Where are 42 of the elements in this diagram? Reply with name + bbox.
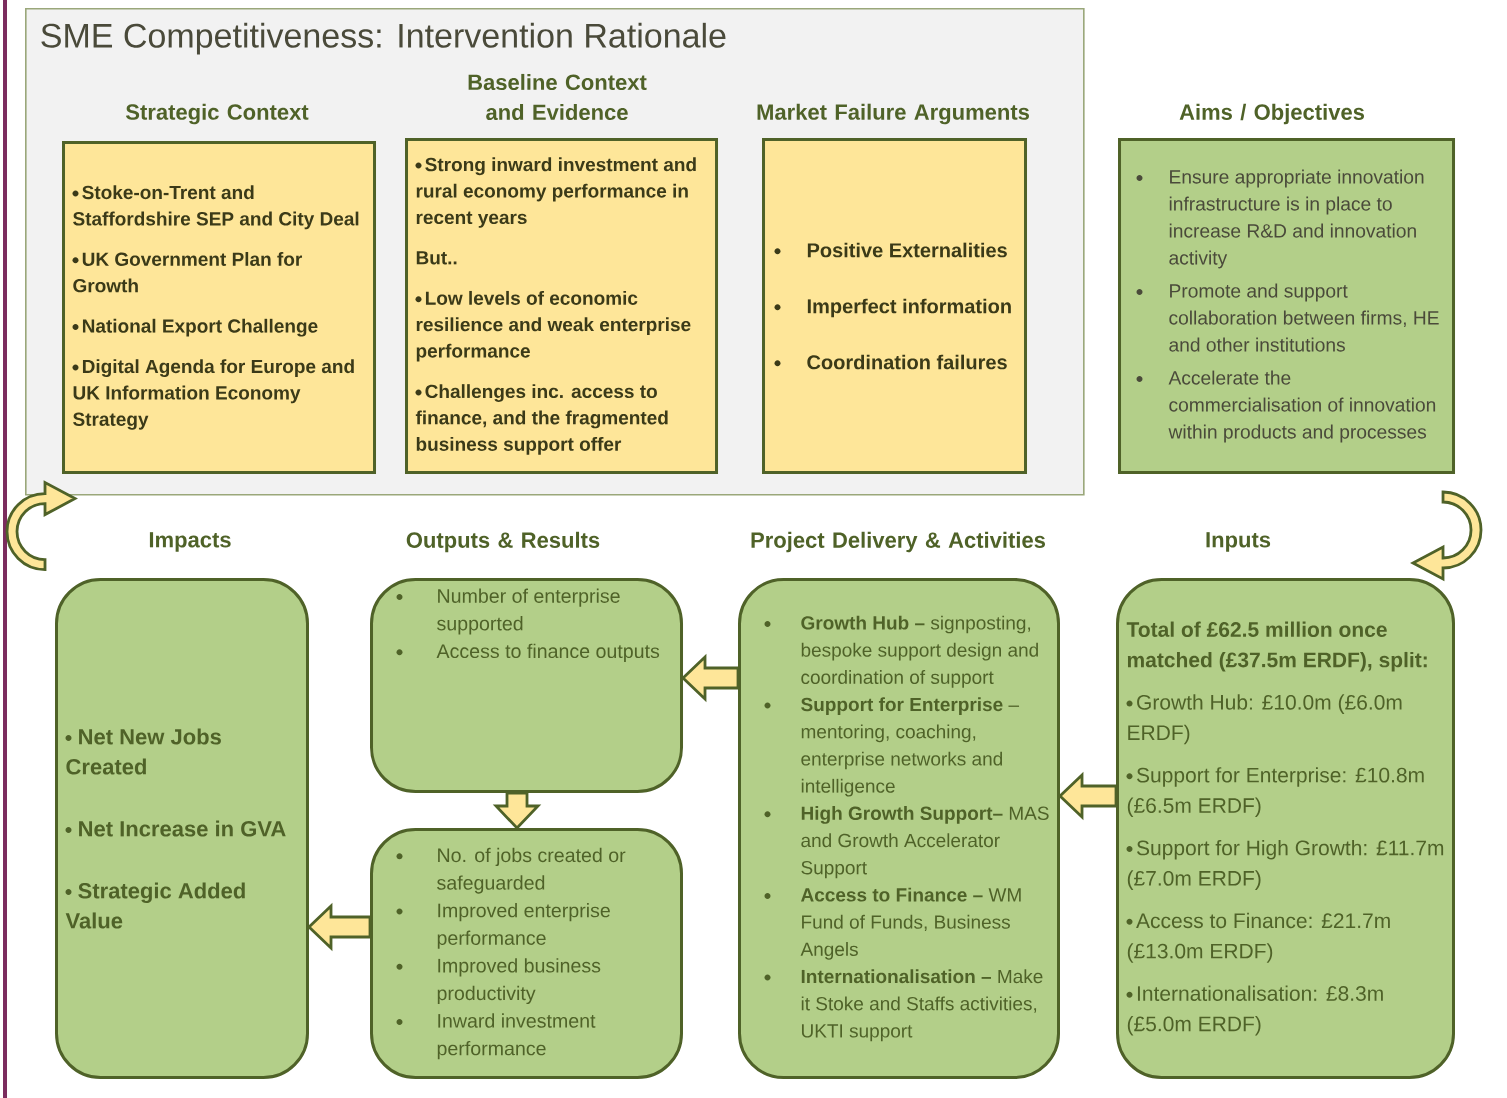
text-box: Total of £62.5 million once matched (£37.5m ERDF), split: Growth Hub: £10.0m (£6.0m ERDF) Support for Enterprise: £10.8m (£6.5m ERDF) Support for High Growth: £11.7m (£7.0m ERDF) Access to Finance: £21.7m (£13.0m ERDF) Internationalisation: £8.3m (£5.0m ERDF) <box>1116 578 1455 1079</box>
column-heading: Inputs <box>1206 532 1271 552</box>
node-label: Access to Finance: £21.7m (£13.0m ERDF) <box>1127 912 1390 963</box>
column-heading: Impacts <box>149 532 231 552</box>
node-label: Low levels of economic resilience and weak enterprise performance <box>416 290 691 362</box>
text-box: Positive Externalities Imperfect information Coordination failures <box>762 138 1027 474</box>
text-box: Growth Hub – signposting, bespoke support design and coordination of support Support for Enterprise – mentoring, coaching, enterprise networks and intelligence High Growth Support– MAS and Growth Accelerator Support Access to Finance – WM Fund of Funds, Business Angels Internationalisation – Make it Stoke and Staffs activities, UKTI support <box>738 578 1060 1079</box>
node-label: Access to Finance – WM Fund of Funds, Business Angels <box>800 887 1021 960</box>
text-box: Net New Jobs Created Net Increase in GVA Strategic Added Value <box>55 578 309 1079</box>
text-box: Ensure appropriate innovation infrastructure is in place to increase R&D and innovation activity Promote and support collaboration between firms, HE and other institutions Accelerate the commercialisation of innovation within products and processes <box>1118 138 1455 474</box>
column-heading: Outputs & Results <box>406 531 600 553</box>
curved-arrow <box>5 481 77 571</box>
node-label: Growth Hub: £10.0m (£6.0m ERDF) <box>1128 694 1402 745</box>
node-label: Internationalisation: £8.3m (£5.0m ERDF) <box>1127 985 1383 1036</box>
node-label: Challenges inc. access to finance, and the fragmented business support offer <box>415 384 668 455</box>
text-box: No. of jobs created or safeguarded Improved enterprise performance Improved business productivity Inward investment performance <box>370 828 683 1079</box>
text-box: Number of enterprise supported Access to finance outputs <box>370 578 683 793</box>
node-label: Support for Enterprise – mentoring, coaching, enterprise networks and intelligence <box>801 697 1020 797</box>
node-label: Strong inward investment and rural economy performance in recent years <box>416 157 696 228</box>
node-label: National Export Challenge <box>82 318 318 337</box>
node-label: Total of £62.5 million once matched (£37.5m ERDF), split: <box>1126 621 1427 672</box>
node-label: Stoke-on-Trent and Staffordshire SEP and City Deal <box>73 185 359 230</box>
column-heading: Market Failure Arguments <box>757 103 1029 125</box>
column-heading: Strategic Context <box>125 103 309 125</box>
node-label: Growth Hub – signposting, bespoke support design and coordination of support <box>801 615 1038 688</box>
node-label: Digital Agenda for Europe and UK Information Economy Strategy <box>73 359 354 430</box>
node-label: Support for Enterprise: £10.8m (£6.5m ERDF) <box>1127 767 1424 818</box>
node-label: Internationalisation – Make it Stoke and Staffs activities, UKTI support <box>801 969 1043 1042</box>
block-arrow <box>492 791 542 831</box>
block-arrow <box>681 653 740 703</box>
column-heading: Baseline Context and Evidence <box>468 73 647 121</box>
node-label: High Growth Support– MAS and Growth Accelerator Support <box>801 806 1049 879</box>
column-heading: Aims / Objectives <box>1179 103 1364 125</box>
node-label: But.. <box>416 251 457 265</box>
curved-arrow <box>1411 490 1483 581</box>
node-label: Support for High Growth: £11.7m (£7.0m ERDF) <box>1127 839 1444 890</box>
block-arrow <box>1058 771 1118 821</box>
block-arrow <box>307 902 372 952</box>
text-box: Stoke-on-Trent and Staffordshire SEP and City Deal UK Government Plan for Growth National Export Challenge Digital Agenda for Europe and UK Information Economy Strategy <box>62 141 376 474</box>
text-box: Strong inward investment and rural economy performance in recent years But.. Low levels of economic resilience and weak enterprise performance Challenges inc. access to finance, and the fragmented business support offer <box>405 138 718 474</box>
column-heading: Project Delivery & Activities <box>751 531 1045 553</box>
node-label: UK Government Plan for Growth <box>73 252 303 293</box>
